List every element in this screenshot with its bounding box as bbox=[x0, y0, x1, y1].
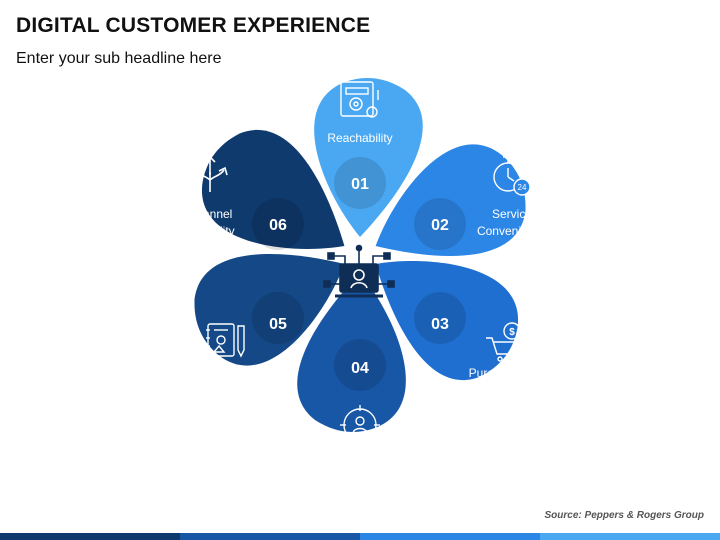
router-gear-icon bbox=[340, 81, 379, 118]
petal-03-label-line2: Convenience bbox=[459, 382, 529, 396]
petal-03: 03 Purchase Convenience $ bbox=[344, 224, 537, 398]
petal-02: 02 Service Convenience 24 bbox=[352, 126, 547, 301]
dollar-sign-icon: $ bbox=[509, 327, 515, 338]
stopwatch-24-icon bbox=[493, 156, 531, 196]
petal-06-label-line1: Channel bbox=[188, 207, 233, 221]
number-badge bbox=[414, 198, 466, 250]
page-subtitle: Enter your sub headline here bbox=[16, 50, 222, 67]
number-badge bbox=[252, 198, 304, 250]
petal-04: 04 Personalization bbox=[297, 273, 406, 469]
shopping-cart-dollar-icon bbox=[486, 322, 524, 362]
bottom-bar-segment bbox=[0, 533, 180, 540]
number-badge bbox=[334, 339, 386, 391]
page-title: DIGITAL CUSTOMER EXPERIENCE bbox=[16, 14, 371, 37]
petal-01-number: 01 bbox=[351, 176, 369, 193]
petal-06-label-line2: Flexibility bbox=[185, 224, 234, 238]
number-badge bbox=[252, 292, 304, 344]
bottom-bar-segment bbox=[180, 533, 360, 540]
petal-04-label-line1: Personalization bbox=[319, 455, 401, 469]
petal-02-label-line1: Service bbox=[492, 207, 532, 221]
bottom-bar-segment bbox=[360, 533, 540, 540]
petal-06-number: 06 bbox=[269, 217, 287, 234]
petal-05: 05 Simplicity & Ease of use bbox=[175, 209, 368, 396]
stopwatch-24-icon-text: 24 bbox=[518, 183, 527, 192]
laptop-user-network-icon bbox=[323, 244, 395, 298]
source-note: Source: Peppers & Rogers Group bbox=[544, 510, 704, 521]
petal-05-number: 05 bbox=[269, 316, 287, 333]
petal-06: 06 Channel Flexibility bbox=[183, 112, 376, 286]
petal-01-label-line1: Reachability bbox=[327, 131, 392, 145]
bottom-bar-segment bbox=[540, 533, 720, 540]
split-arrows-icon bbox=[192, 155, 228, 192]
petal-01: 01 Reachability bbox=[314, 78, 423, 237]
petal-04-number: 04 bbox=[351, 360, 369, 377]
petal-03-label-line1: Purchase bbox=[469, 366, 520, 380]
number-badge bbox=[414, 292, 466, 344]
notebook-pencil-icon bbox=[206, 323, 245, 358]
user-target-icon bbox=[340, 405, 380, 445]
petal-05-label-line2: Ease of use bbox=[193, 382, 257, 396]
petal-05-label-line1: Simplicity & bbox=[194, 366, 256, 380]
petal-03-number: 03 bbox=[431, 316, 449, 333]
number-badge bbox=[334, 157, 386, 209]
bottom-accent-bar bbox=[0, 533, 720, 540]
petal-02-label-line2: Convenience bbox=[477, 224, 547, 238]
petal-02-number: 02 bbox=[431, 217, 449, 234]
